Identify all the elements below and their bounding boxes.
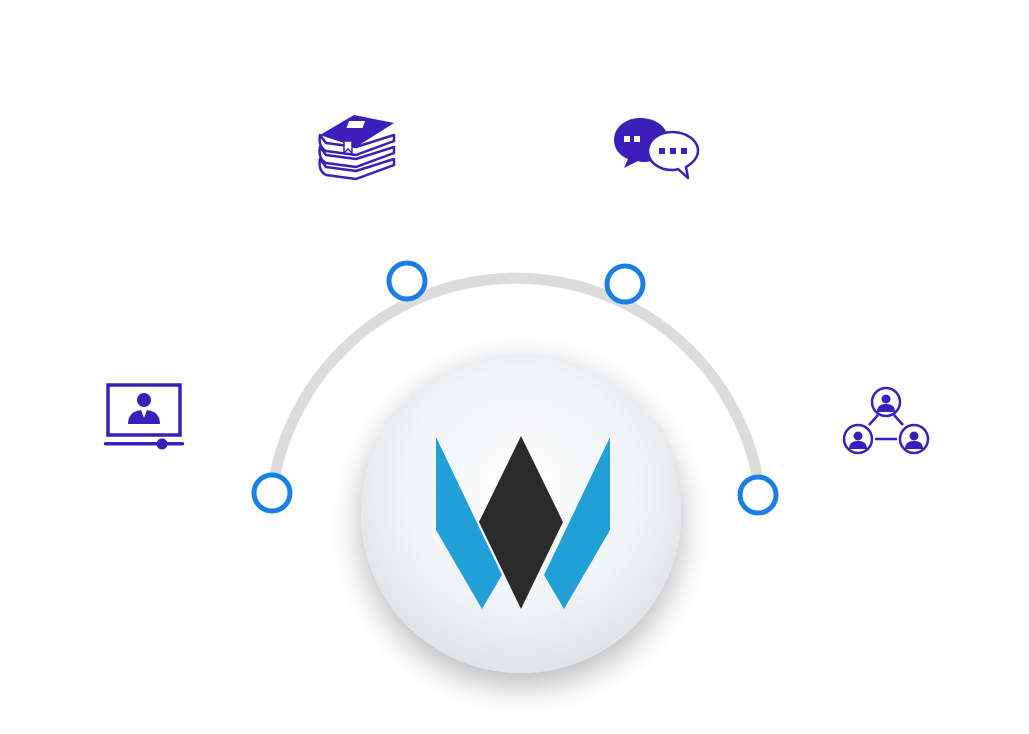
arc-nodes — [251, 260, 779, 516]
node-circle-icon[interactable] — [251, 472, 293, 514]
node-circle-icon[interactable] — [386, 260, 428, 302]
center-badge — [361, 353, 681, 673]
node-circle-icon[interactable] — [604, 263, 646, 305]
w-logo-icon — [436, 436, 610, 609]
video-lecture-icon[interactable] — [104, 383, 184, 450]
chat-bubbles-icon[interactable] — [614, 118, 700, 180]
network-people-icon[interactable] — [842, 386, 930, 455]
node-circle-icon[interactable] — [737, 474, 779, 516]
books-icon[interactable] — [318, 115, 396, 181]
orbit-arc — [266, 272, 766, 499]
